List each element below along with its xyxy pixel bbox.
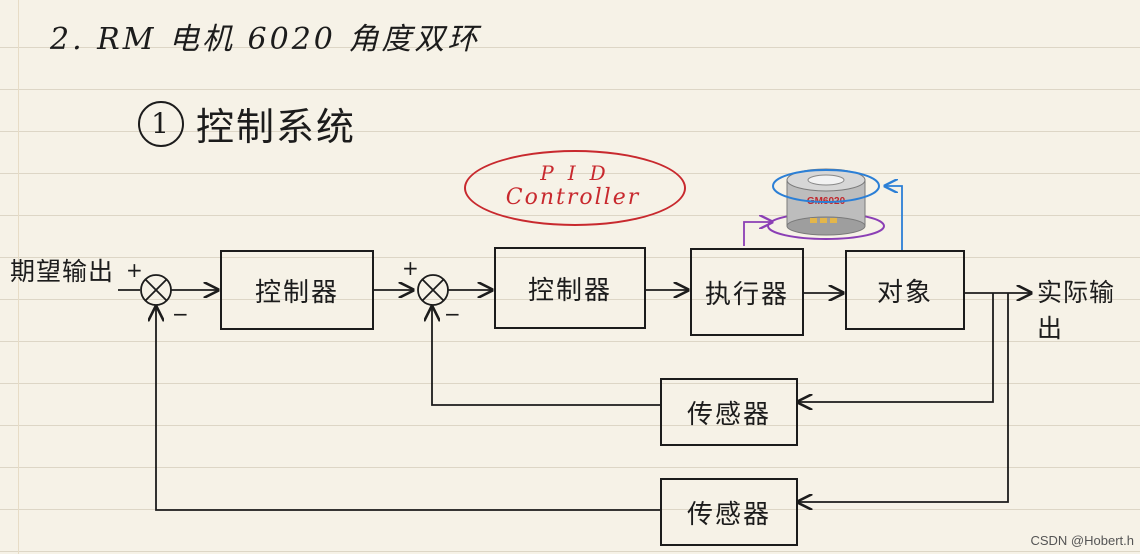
outer-controller-block: 控制器 <box>220 250 374 330</box>
watermark: CSDN @Hobert.h <box>1030 533 1134 548</box>
gm6020-motor-image: GM6020 <box>767 168 885 240</box>
pid-text: PID <box>540 160 620 185</box>
section-number-circle: 1 <box>138 100 184 147</box>
actuator-block: 执行器 <box>690 248 804 336</box>
outer-feedback-to-sensor <box>798 293 1009 502</box>
actual-output-label: 实际输出 <box>1037 278 1116 343</box>
inner-controller-block: 控制器 <box>494 247 646 329</box>
plant-to-motor-arrow <box>885 186 903 250</box>
outer-feedback-to-junction <box>156 307 660 511</box>
plus-sign-inner: + <box>402 256 419 280</box>
section-title-text: 控制系统 <box>196 105 357 149</box>
pid-controller-label: PID Controller <box>464 150 682 222</box>
plus-sign-outer: + <box>126 258 143 282</box>
plant-block: 对象 <box>845 250 965 330</box>
desired-output-label: 期望输出 <box>10 257 115 286</box>
inner-feedback-to-sensor <box>798 293 994 402</box>
controller-text: Controller <box>505 184 641 210</box>
inner-sensor-block: 传感器 <box>660 378 798 446</box>
pid-ellipse <box>464 150 686 226</box>
inner-feedback-to-junction <box>432 307 660 406</box>
minus-sign-outer: − <box>172 302 189 326</box>
actuator-to-motor-arrow <box>743 222 772 246</box>
section-title: 1 控制系统 <box>138 96 356 151</box>
minus-sign-inner: − <box>444 302 461 326</box>
outer-sensor-block: 传感器 <box>660 478 798 546</box>
page-heading: 2. RM 电机 6020 角度双环 <box>50 22 481 57</box>
paper-margin-line <box>18 0 19 554</box>
